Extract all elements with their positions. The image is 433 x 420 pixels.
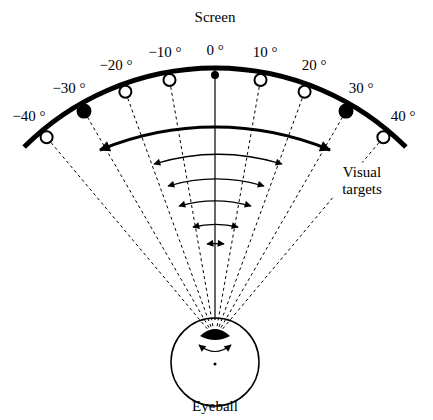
saccade-arrows — [100, 127, 330, 244]
angle-label: −20 ° — [99, 57, 132, 74]
angle-label: 10 ° — [253, 44, 278, 61]
eyeball-outline — [171, 318, 259, 406]
angle-label: 0 ° — [206, 42, 223, 59]
eye-lens — [200, 329, 230, 340]
angle-label: −40 ° — [12, 108, 45, 125]
targets-label: Visual targets — [331, 163, 393, 198]
visual-targets — [41, 72, 390, 143]
eye-center — [214, 363, 217, 366]
angle-label: −10 ° — [148, 44, 181, 61]
eyeball-label: Eyeball — [192, 398, 238, 415]
angle-label: 20 ° — [302, 57, 327, 74]
angle-label: 30 ° — [349, 80, 374, 97]
angle-label: −30 ° — [52, 80, 85, 97]
angle-label: 40 ° — [391, 108, 416, 125]
screen-arc — [24, 68, 406, 147]
center-line — [214, 70, 215, 320]
rotation-arrow — [199, 345, 231, 352]
screen-label: Screen — [195, 9, 236, 26]
